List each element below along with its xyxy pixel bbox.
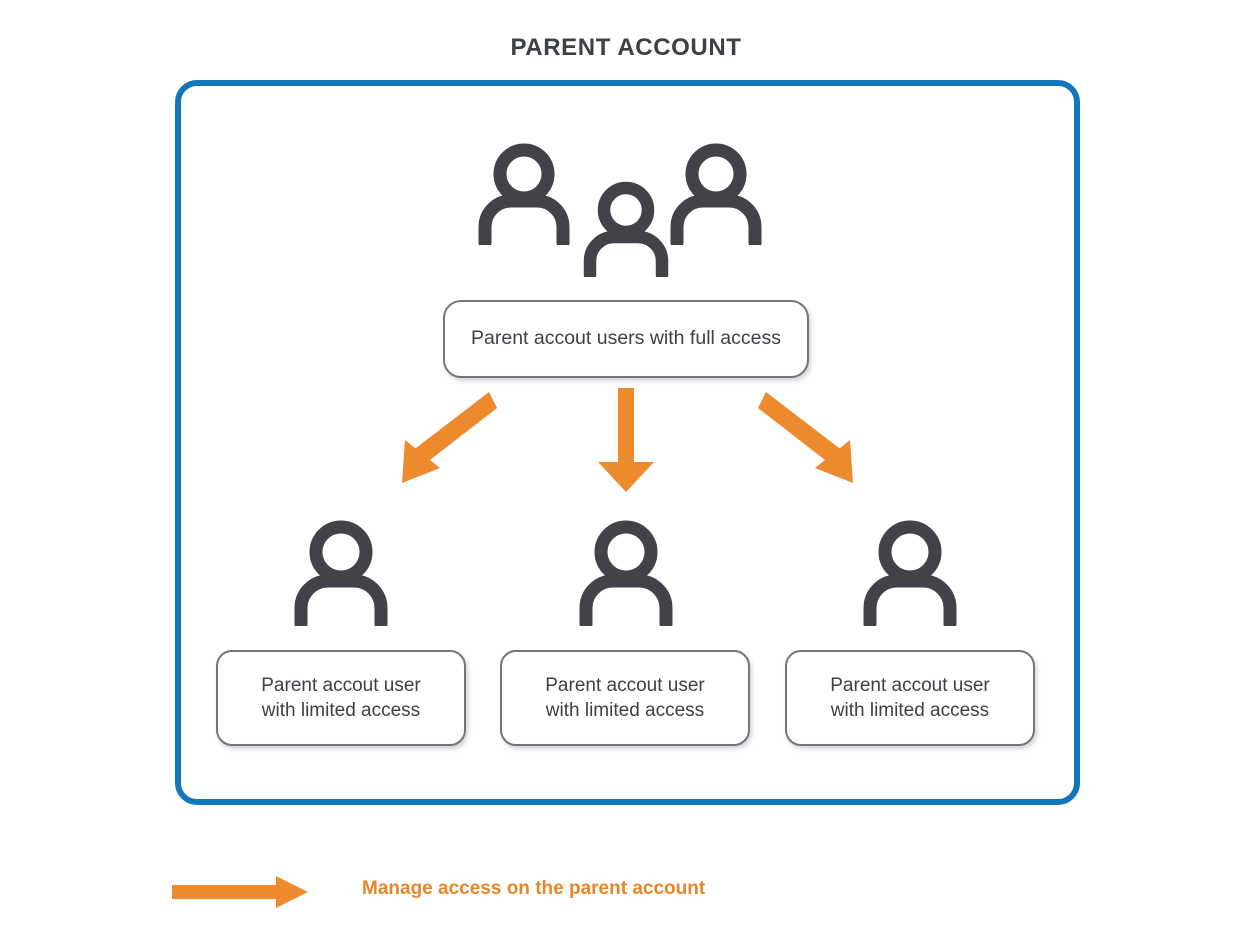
child-node-label-line1: Parent accout user xyxy=(830,674,990,696)
child-node-label-box: Parent accout user with limited access xyxy=(785,650,1035,746)
arrow-to-child-1-icon xyxy=(402,392,497,483)
arrow-to-child-3-icon xyxy=(758,392,853,483)
child-node-label-text: Parent accout user with limited access xyxy=(545,673,704,723)
person-icon xyxy=(478,143,570,250)
child-node-label-text: Parent accout user with limited access xyxy=(830,673,989,723)
top-node-label-box: Parent accout users with full access xyxy=(443,300,809,378)
person-icon xyxy=(583,181,669,282)
right-arrow-icon xyxy=(172,876,308,908)
child-node-label-line1: Parent accout user xyxy=(261,674,421,696)
child-node-label-line2: with limited access xyxy=(830,700,990,721)
person-icon xyxy=(862,520,958,631)
child-node-label-line2: with limited access xyxy=(545,700,705,721)
child-node-label-line1: Parent accout user xyxy=(545,674,705,696)
child-node-label-box: Parent accout user with limited access xyxy=(500,650,750,746)
three-people-icon-group xyxy=(478,143,773,282)
person-icon xyxy=(578,520,674,631)
child-node-label-text: Parent accout user with limited access xyxy=(261,673,420,723)
child-node-label-box: Parent accout user with limited access xyxy=(216,650,466,746)
arrow-to-child-2-icon xyxy=(598,388,654,492)
person-icon xyxy=(293,520,389,631)
legend: Manage access on the parent account xyxy=(172,868,1072,916)
person-icon xyxy=(670,143,762,250)
child-node-label-line2: with limited access xyxy=(261,700,421,721)
top-node-label-text: Parent accout users with full access xyxy=(471,327,781,350)
page-title: PARENT ACCOUNT xyxy=(510,34,742,61)
legend-label: Manage access on the parent account xyxy=(362,878,706,899)
